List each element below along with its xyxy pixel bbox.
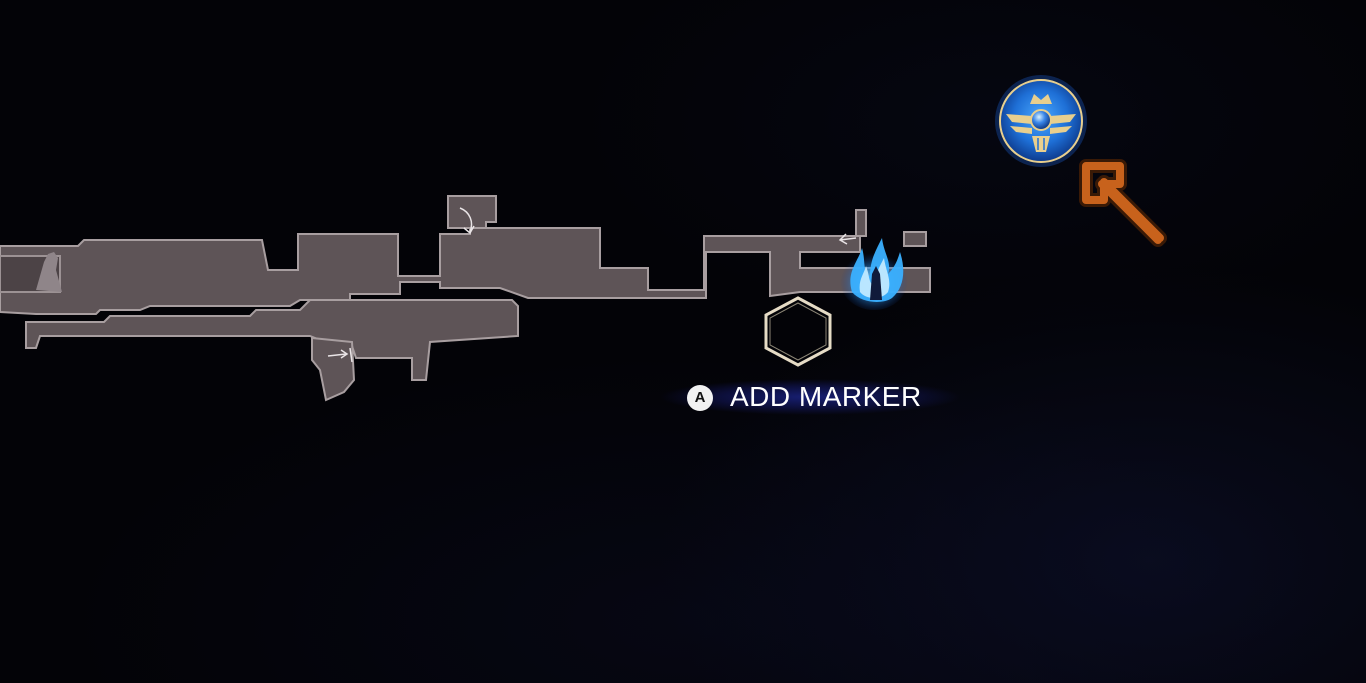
statue-silhouette: [36, 252, 62, 292]
add-marker-label: ADD MARKER: [730, 381, 922, 412]
hexagon-cursor-icon[interactable]: [764, 296, 832, 367]
a-button-icon: A: [687, 385, 713, 411]
map-corridor-lower: [25, 299, 519, 381]
map-room-ledge-east: [903, 231, 927, 247]
orange-arrow-icon: [1079, 159, 1167, 247]
map-room-nook-east: [855, 209, 867, 237]
map-room-lower-bay: [311, 336, 356, 402]
map-room-stair-top: [447, 195, 497, 229]
path-arrow-icon: [327, 347, 353, 363]
map-corridor-main: [0, 227, 931, 315]
path-arrow-icon: [838, 233, 857, 245]
add-marker-prompt[interactable]: A ADD MARKER: [640, 368, 960, 426]
path-arrow-icon: [459, 207, 475, 235]
winged-emblem-waypoint-icon[interactable]: [995, 75, 1087, 167]
blue-flame-player-icon: [840, 238, 908, 310]
